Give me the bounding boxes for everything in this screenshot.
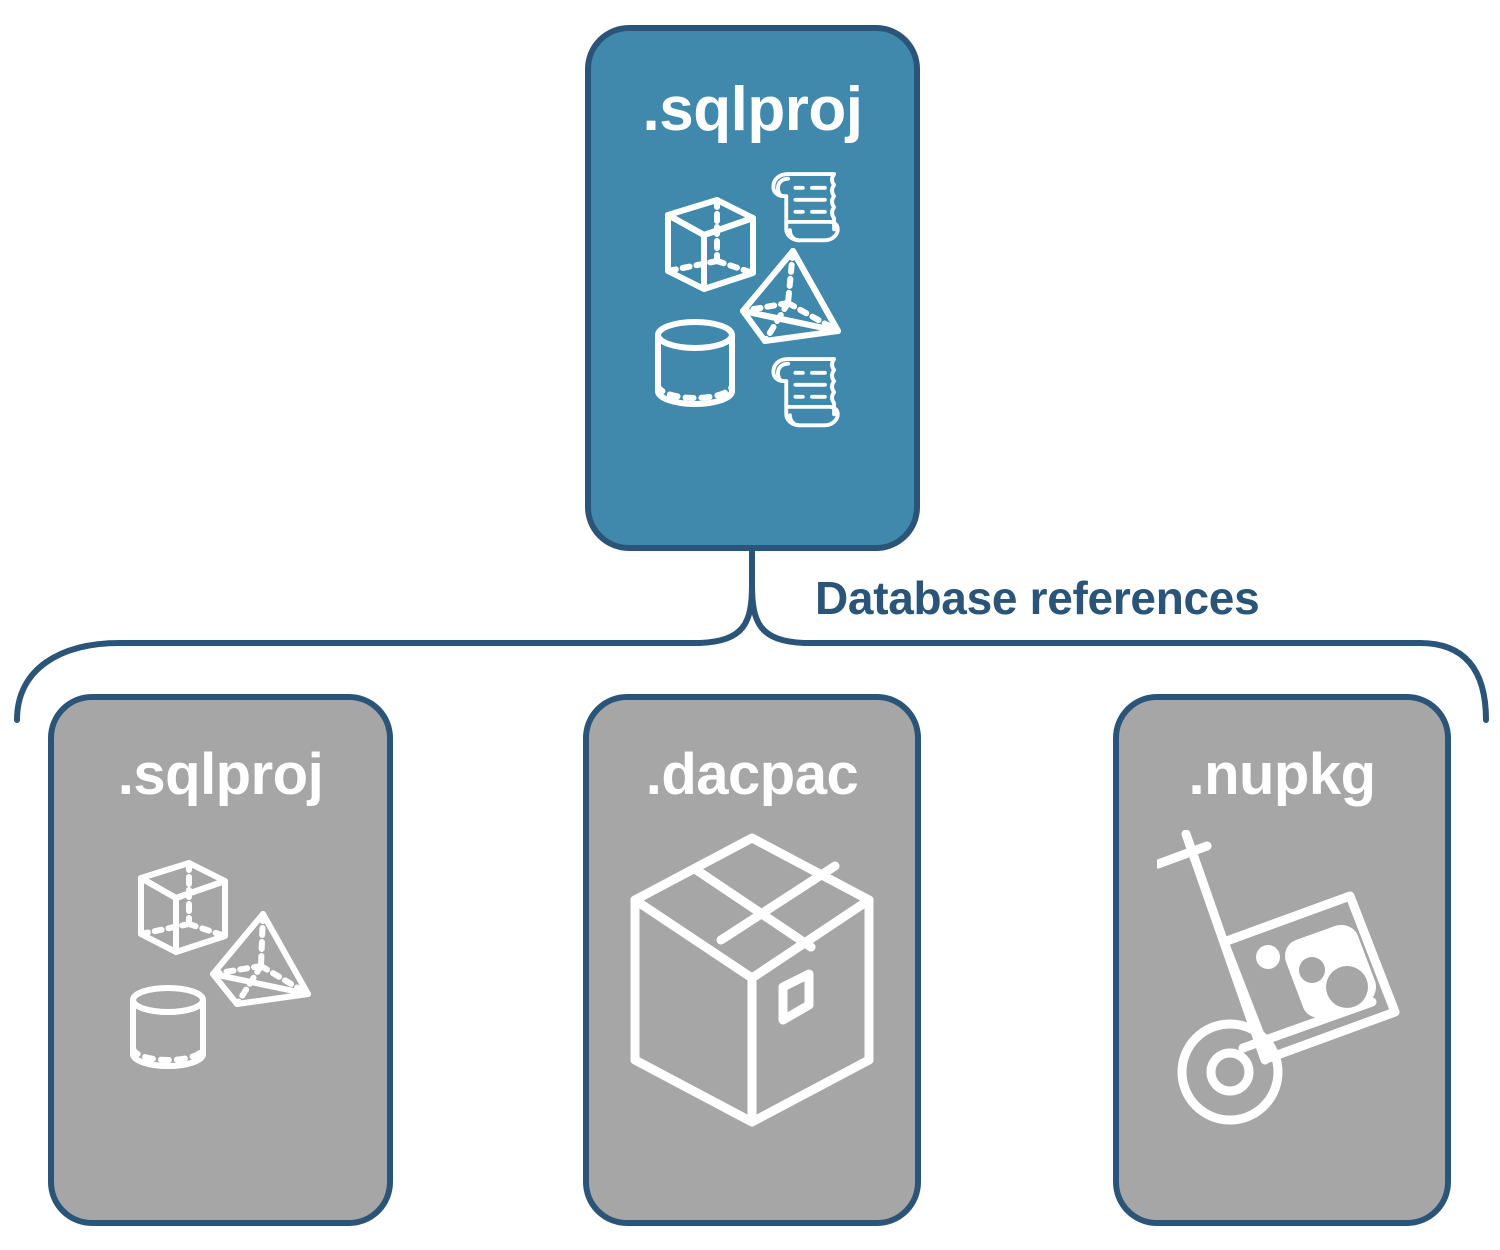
sqlproj-shapes-svg xyxy=(654,172,841,428)
node-card-dacpac[interactable]: .dacpac xyxy=(583,694,921,1226)
node-card-sqlproj-ref[interactable]: .sqlproj xyxy=(48,694,393,1226)
cube-icon xyxy=(138,860,228,955)
pyramid-icon xyxy=(739,248,841,344)
nuget-glyph-holes xyxy=(1299,957,1368,1008)
node-title: .sqlproj xyxy=(642,75,863,144)
node-title: .sqlproj xyxy=(117,742,324,807)
package-box-svg xyxy=(630,833,874,1127)
dacpac-artwork-group xyxy=(621,830,883,1130)
hand-truck-svg xyxy=(1153,829,1400,1125)
wheel-icon xyxy=(1177,1019,1283,1125)
cylinder-icon xyxy=(130,985,206,1069)
sqlproj-artwork-group xyxy=(113,830,328,1085)
pyramid-icon xyxy=(210,911,311,1007)
node-title: .nupkg xyxy=(1188,742,1376,807)
nupkg-artwork-group xyxy=(1153,829,1407,1130)
node-card-sqlproj-root[interactable]: .sqlproj xyxy=(585,25,920,551)
brace-label: Database references xyxy=(815,572,1260,624)
sqlproj-shapes-svg xyxy=(130,860,311,1069)
cube-icon xyxy=(664,197,756,292)
package-box-icon xyxy=(630,833,874,1127)
script-scroll-icon xyxy=(770,172,840,243)
node-title: .dacpac xyxy=(645,742,859,807)
nuget-package-icon xyxy=(1219,891,1400,1063)
script-scroll-icon xyxy=(770,357,840,428)
cylinder-icon xyxy=(654,319,735,407)
sqlproj-artwork-group xyxy=(638,163,868,443)
node-card-nupkg[interactable]: .nupkg xyxy=(1113,694,1451,1226)
